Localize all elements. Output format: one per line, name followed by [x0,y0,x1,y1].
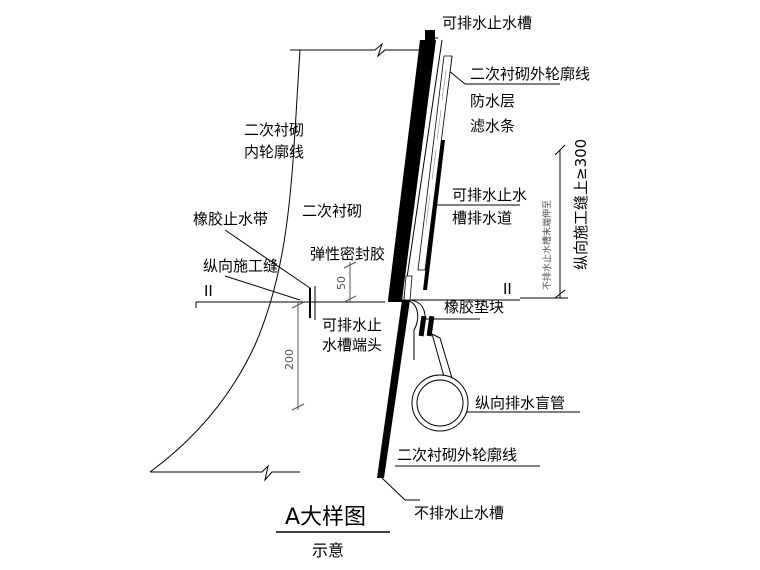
section-mark-right: II [503,280,512,298]
dim-50: 50 [335,276,348,290]
label-drain-pipe: 纵向排水盲管 [475,394,565,412]
drawing-title: A大样图 [285,505,366,530]
label-non-drain-groove: 不排水止水槽 [414,504,504,522]
label-rubber-waterstop: 橡胶止水带 [193,210,268,228]
label-outer-contour-top: 二次衬砌外轮廓线 [470,65,590,83]
groove-end [404,299,419,360]
drawing-subtitle: 示意 [312,541,344,560]
label-rubber-pad: 橡胶垫块 [444,298,504,316]
vertical-main-note: 纵向施工缝上≥300 [572,139,590,270]
label-inner-contour-1: 二次衬砌 [244,121,304,139]
drain-pipe-inner [416,379,464,427]
label-elastic-sealant: 弹性密封胶 [310,245,385,263]
dim-200: 200 [283,349,296,370]
lining-band-lower [377,300,410,478]
label-waterproof-layer: 防水层 [470,92,515,110]
groove-top-block [425,30,435,42]
label-groove-channel-1: 可排水止水 [452,186,527,204]
label-inner-contour-2: 内轮廓线 [244,143,304,161]
waterproof-layer [417,55,453,271]
lining-assembly [377,30,469,478]
lining-band-upper [388,40,436,300]
bottom-break-line [150,464,300,482]
inner-contour-curve [149,49,301,473]
top-break-line [290,42,422,58]
linework [149,37,580,501]
label-groove-channel-2: 槽排水道 [452,209,512,227]
label-filter-strip: 滤水条 [470,117,515,135]
pipe-connector [431,333,453,381]
filter-strip [423,140,445,290]
section-mark-left: II [204,282,213,300]
sealant-block [388,276,404,302]
label-groove-end-1: 可排水止 [322,316,382,334]
labels: 可排水止水槽 二次衬砌外轮廓线 防水层 滤水条 二次衬砌 内轮廓线 二次衬砌 橡… [193,14,590,560]
label-drainable-groove: 可排水止水槽 [442,14,532,32]
label-longitudinal-joint: 纵向施工缝 [203,257,278,275]
label-outer-contour-bottom: 二次衬砌外轮廓线 [397,446,517,464]
label-secondary-lining: 二次衬砌 [302,202,362,220]
label-groove-end-2: 水槽端头 [322,336,382,354]
vertical-small-note: 不排水止水槽末端伸至 [541,200,553,290]
rubber-pad [418,315,427,337]
